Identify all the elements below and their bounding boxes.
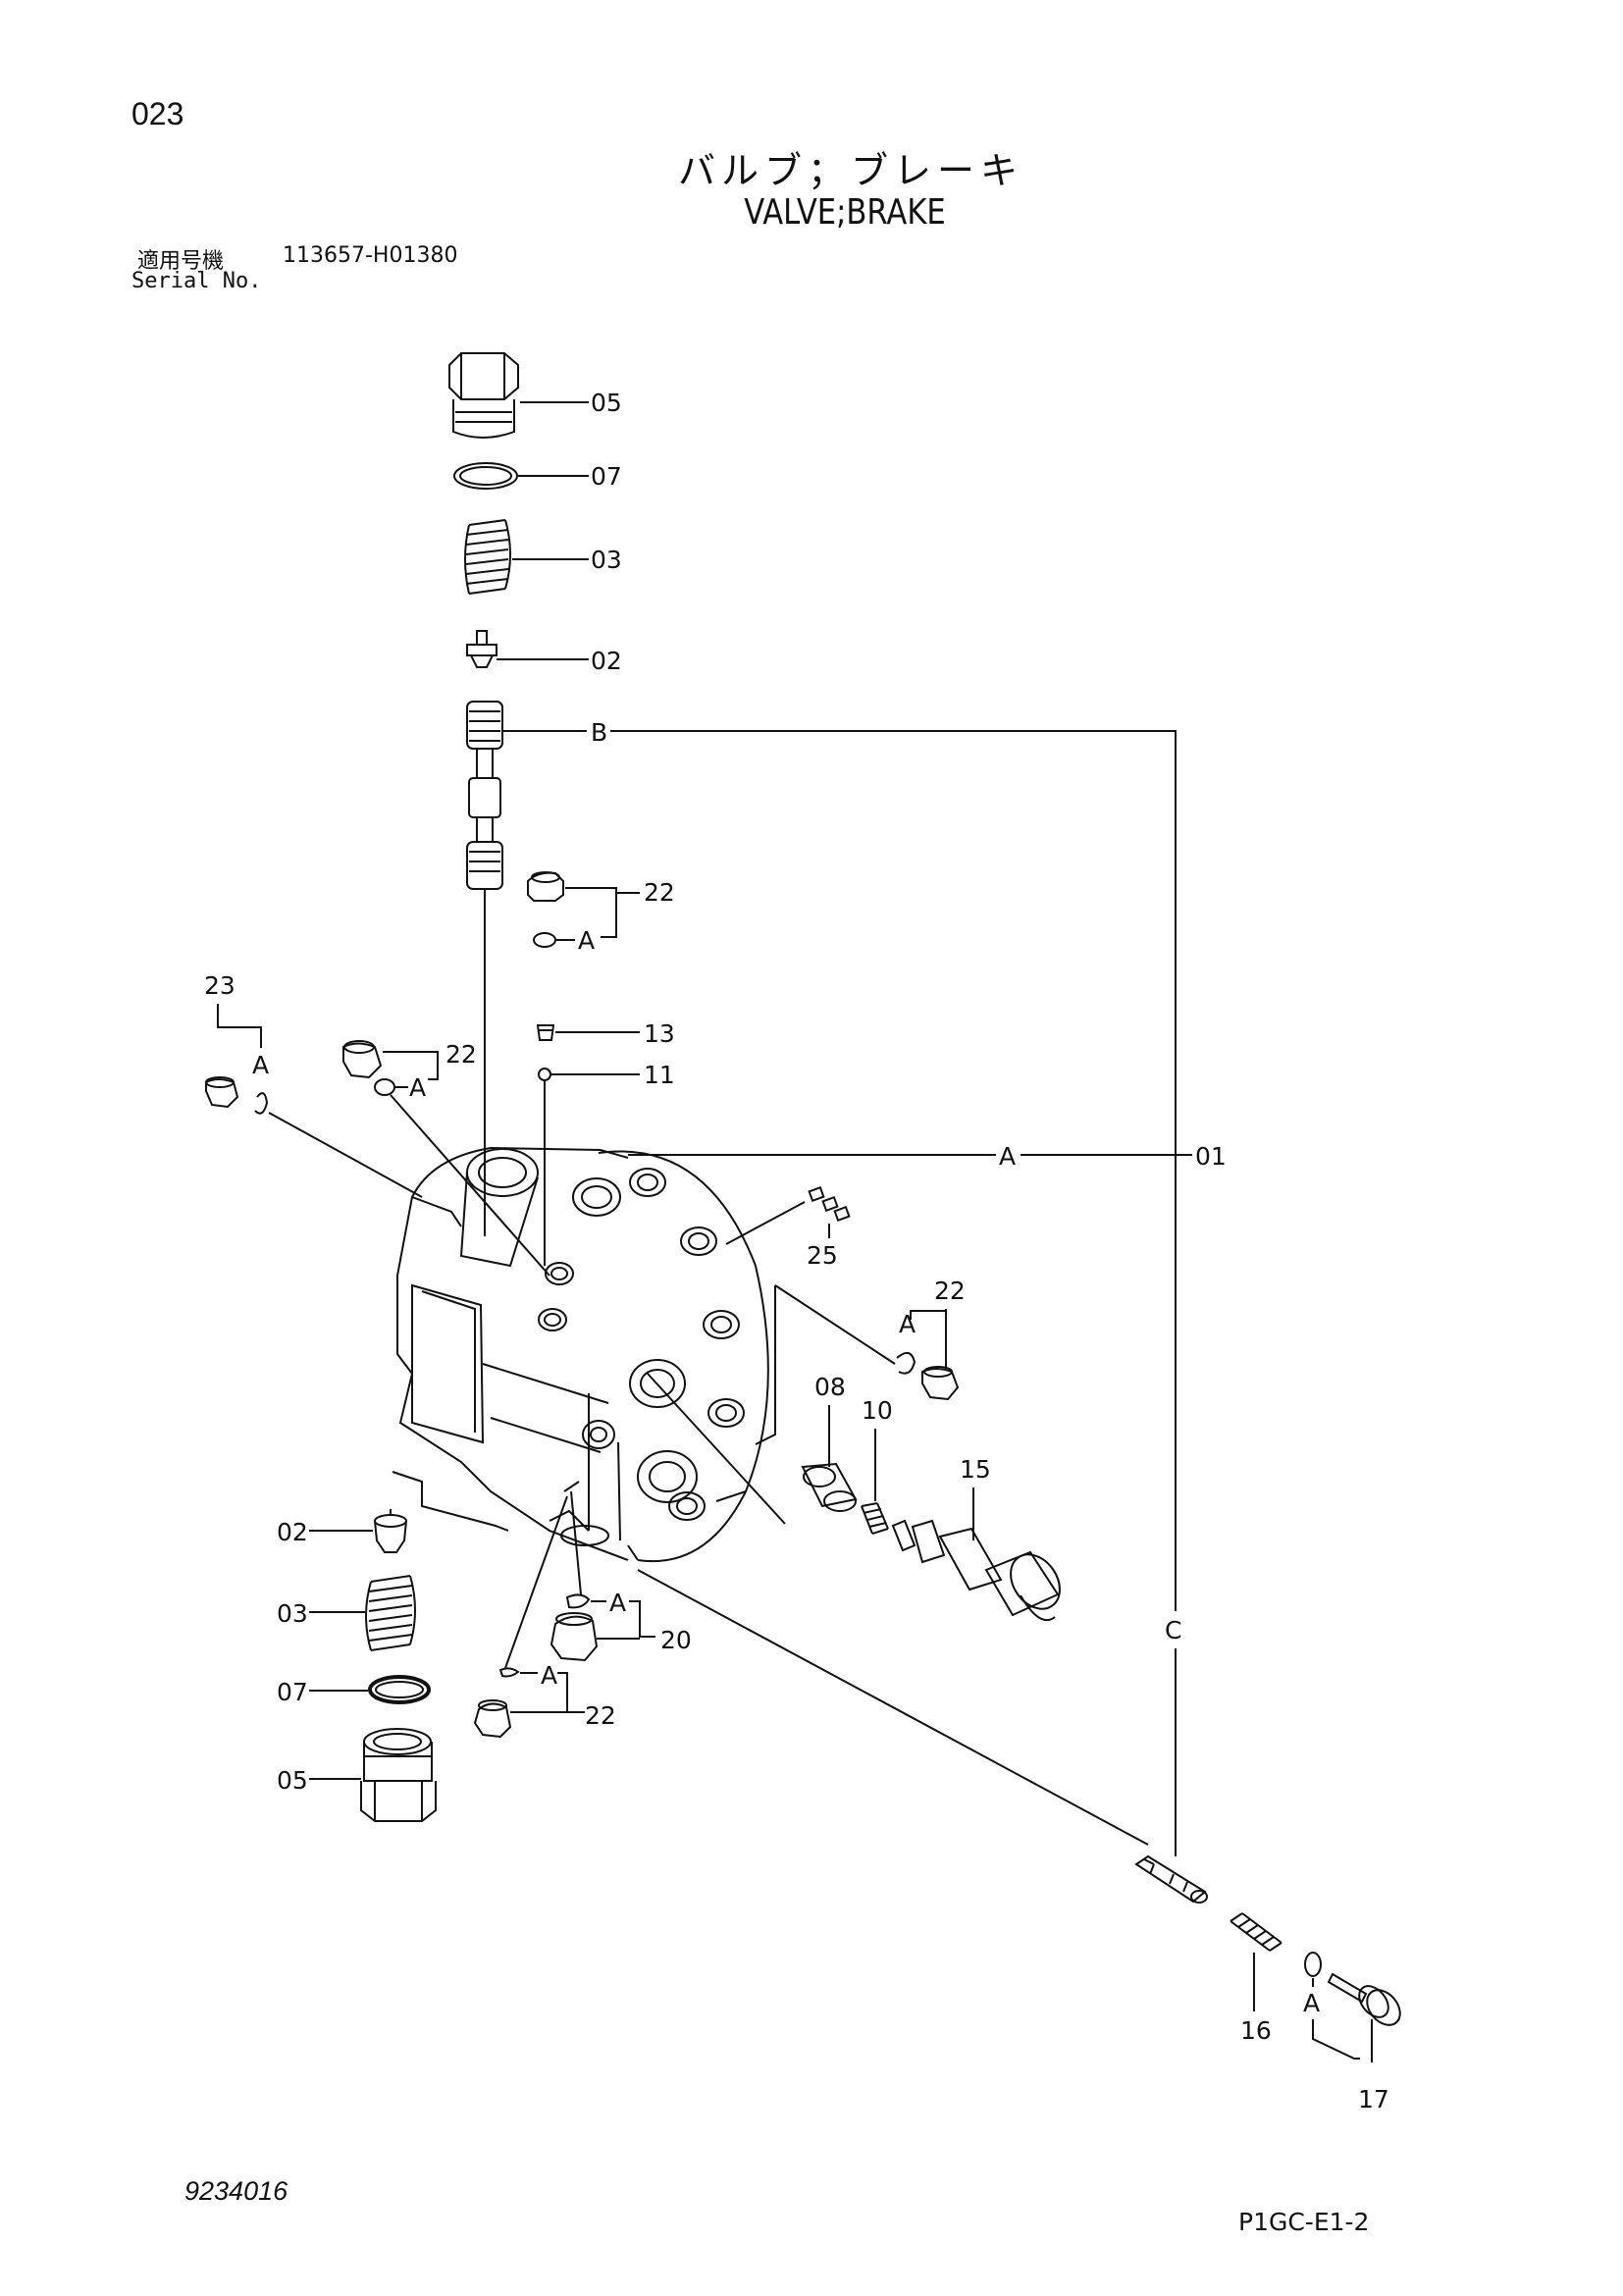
ball-11-part [538,1068,551,1081]
plug-22b-part [342,1040,383,1079]
drawing-number: 9234016 [184,2176,288,2206]
callout-22-b: 22 [445,1040,477,1069]
ref-a4: A [899,1310,916,1338]
callout-03-top: 03 [591,546,622,574]
ref-a2: A [252,1051,269,1079]
plug-bottom-part [360,1728,437,1822]
callout-10: 10 [862,1396,893,1425]
callout-02-top: 02 [591,647,622,675]
callout-01: 01 [1195,1142,1227,1171]
callout-07-bot: 07 [277,1678,308,1706]
orifice-13-part [536,1024,555,1041]
title-english: VALVE;BRAKE [744,192,946,233]
valve-body-01-part [396,1147,769,1563]
callout-22-d: 22 [585,1701,616,1730]
plug-22d-part [473,1699,512,1739]
ref-b: B [591,718,607,747]
callout-13: 13 [644,1019,675,1048]
o-ring-a1-part [533,932,556,948]
o-ring-top-part [453,462,518,490]
callout-16: 16 [1240,2016,1272,2045]
sheet-reference: P1GC-E1-2 [1238,2208,1370,2236]
spool-assembly-part [466,701,503,890]
callout-05-bot: 05 [277,1766,308,1795]
callout-11: 11 [644,1061,675,1089]
plug-22a-part [527,871,564,902]
ref-c: C [1165,1616,1181,1644]
o-ring-a7-part [1304,1952,1322,1977]
callout-08: 08 [814,1373,846,1401]
serial-label-english: Serial No. [131,269,262,293]
callout-03-bot: 03 [277,1599,308,1628]
plug-22c-part [921,1366,960,1401]
o-ring-a5-part [565,1593,591,1609]
serial-label-japanese: 適用号機 [137,249,225,274]
pins-25-part [808,1185,851,1223]
o-ring-a4-part [896,1351,916,1375]
cartridge-15-part [891,1519,1061,1622]
plug-top-part [448,352,519,439]
callout-22-c: 22 [934,1277,966,1305]
callout-15: 15 [960,1455,991,1484]
o-ring-a2-part [254,1092,269,1115]
poppet-bottom-part [374,1509,407,1553]
page-number: 023 [131,96,184,131]
callout-05-top: 05 [591,389,622,417]
spring-16-part [1230,1912,1283,1952]
plug-20-part [550,1612,599,1662]
spring-bottom-part [365,1575,416,1651]
plug-23-part [205,1076,239,1109]
callout-07-top: 07 [591,462,622,491]
o-ring-a6-part [498,1667,520,1678]
spring-top-part [464,519,511,595]
ref-a-main: A [999,1142,1016,1171]
sleeve-08-part [801,1462,858,1512]
ref-a5: A [609,1589,626,1617]
o-ring-a3-part [374,1078,395,1096]
ref-a7: A [1303,1989,1320,2017]
callout-23: 23 [204,971,236,1000]
ref-a3: A [409,1073,426,1102]
ref-a1: A [578,926,595,955]
callout-20: 20 [660,1626,692,1654]
plug-17-part [1327,1972,1401,2026]
ref-a6: A [541,1661,557,1690]
callout-17: 17 [1358,2085,1389,2113]
callout-25: 25 [807,1241,838,1270]
serial-range: 113657-H01380 [283,243,458,268]
title-japanese: バルブ；ブレーキ [677,149,1023,192]
spool-c-part [1134,1854,1208,1904]
o-ring-bottom-part [368,1675,431,1704]
callout-22-a: 22 [644,878,675,907]
poppet-top-part [466,630,497,668]
spring-10-part [861,1502,889,1535]
callout-02-bot: 02 [277,1518,308,1546]
